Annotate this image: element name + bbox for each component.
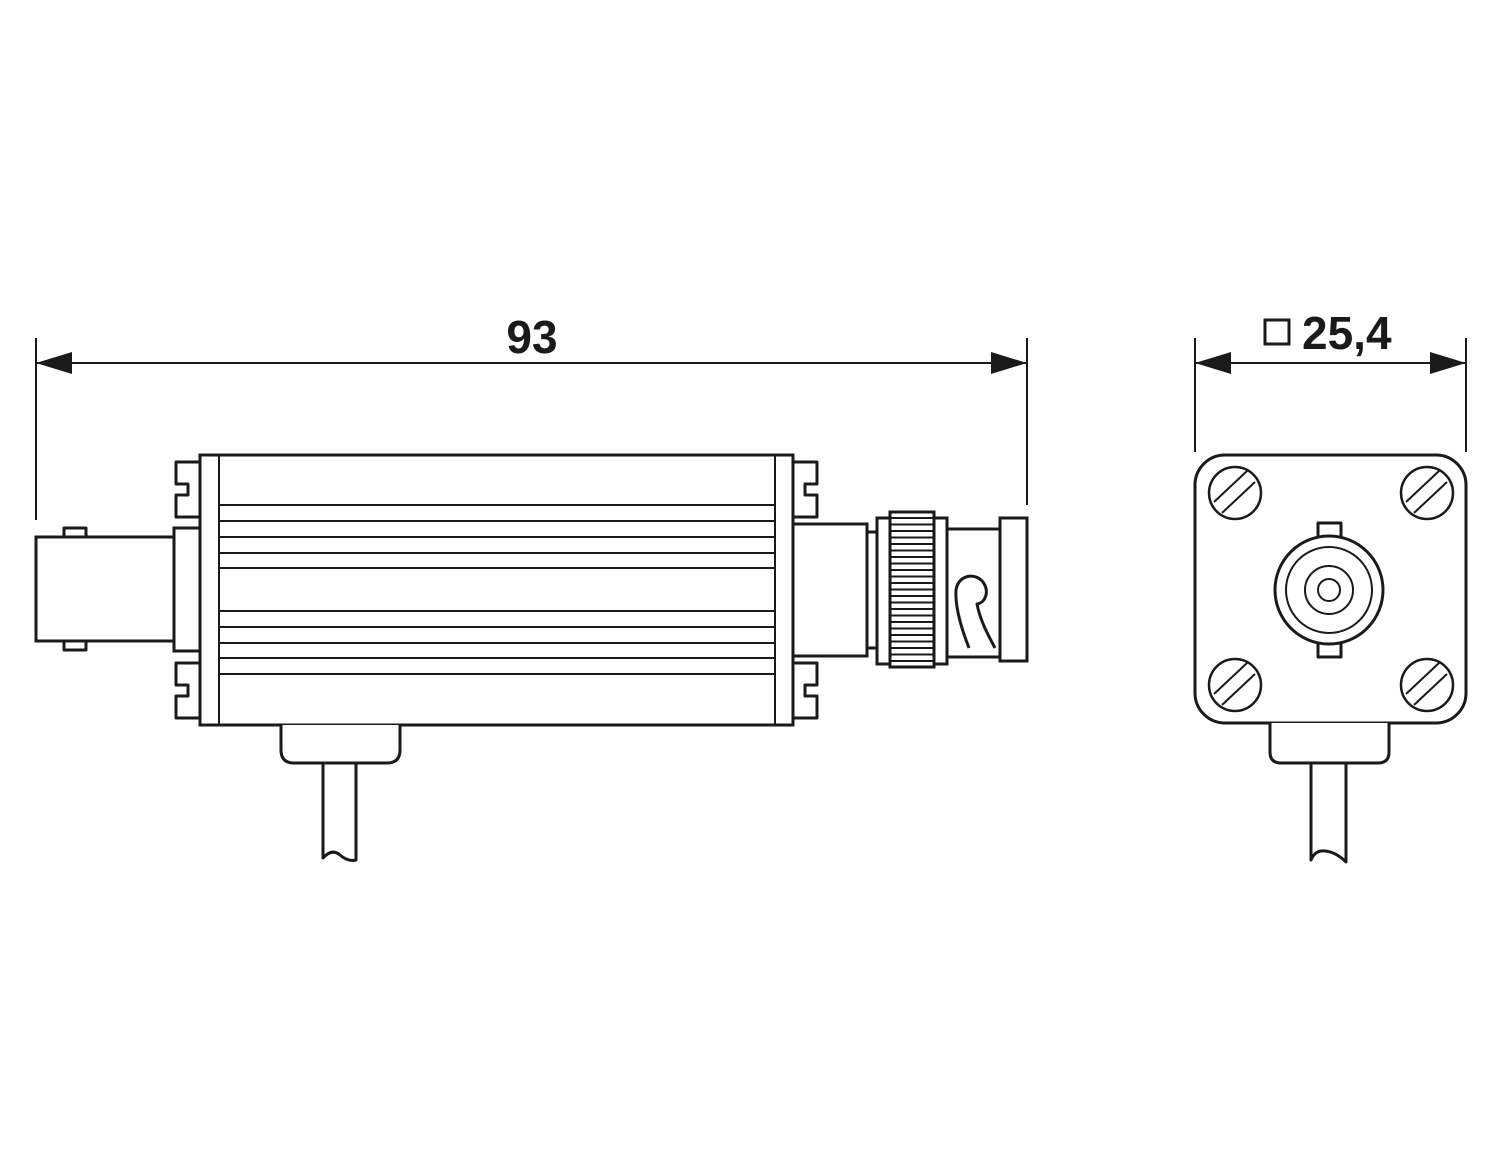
front-view	[1193, 453, 1468, 864]
width-dimension: 25,4	[1194, 307, 1467, 452]
bayonet-slot	[954, 574, 997, 649]
bracket-bottom-left	[174, 661, 200, 720]
housing-body	[198, 453, 795, 727]
arrow-left-icon	[36, 352, 72, 374]
bnc-socket	[34, 526, 202, 653]
arrow-right-icon	[1430, 352, 1466, 374]
arrow-right-icon	[991, 352, 1027, 374]
screw-icon	[1399, 657, 1455, 713]
cable-front	[1268, 723, 1391, 864]
cable-side	[279, 725, 402, 862]
length-dimension: 93	[35, 311, 1028, 520]
width-label: 25,4	[1302, 307, 1392, 359]
screw-icon	[1399, 465, 1455, 521]
screw-icon	[1207, 657, 1263, 713]
bnc-plug	[791, 510, 1029, 669]
side-view	[34, 453, 1029, 862]
bracket-top-left	[174, 460, 200, 519]
bracket-bottom-right	[793, 661, 819, 720]
bnc-outer-ring	[1273, 534, 1385, 646]
length-label: 93	[506, 311, 557, 363]
square-symbol-icon	[1263, 318, 1291, 346]
bracket-top-right	[793, 460, 819, 519]
screw-icon	[1207, 465, 1263, 521]
arrow-left-icon	[1195, 352, 1231, 374]
